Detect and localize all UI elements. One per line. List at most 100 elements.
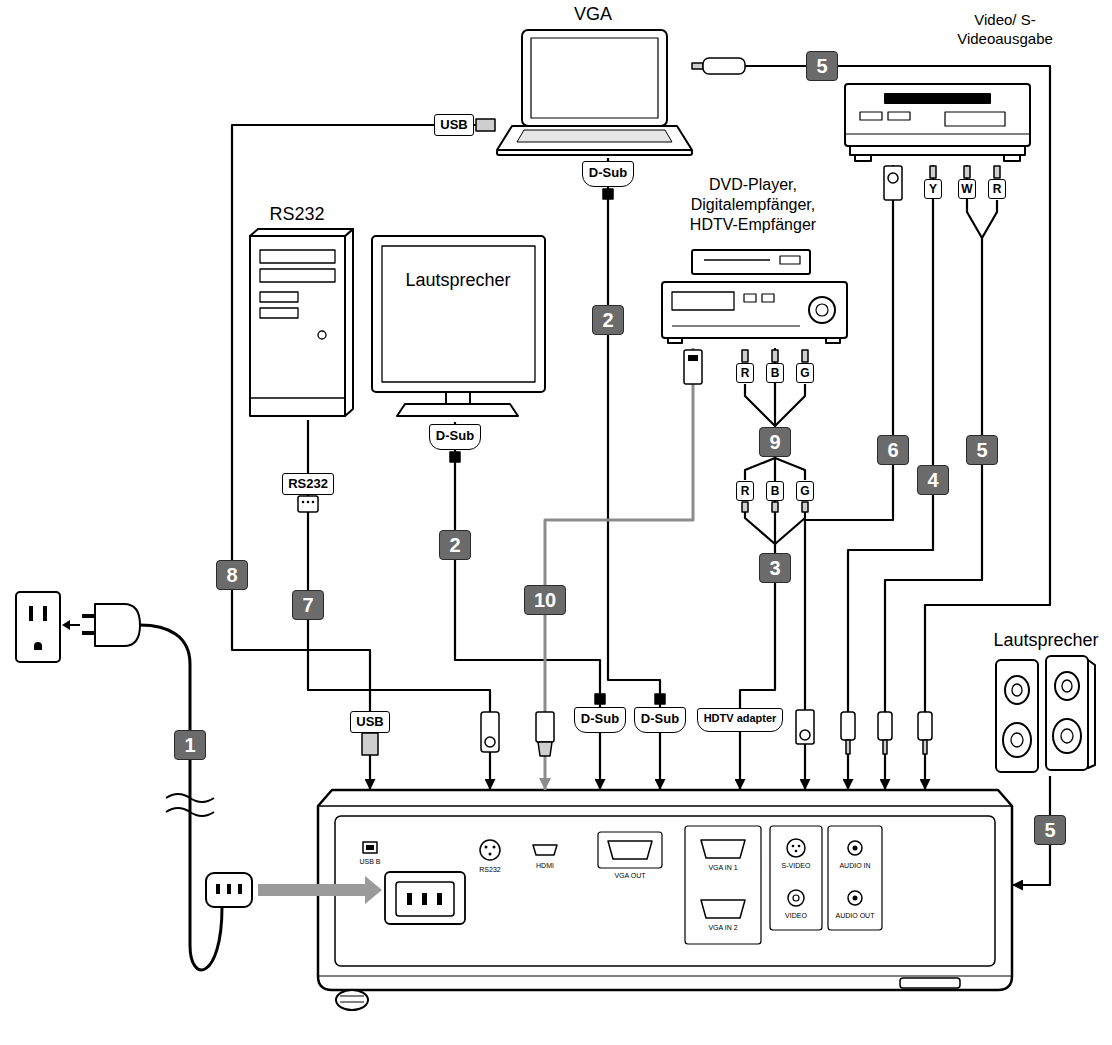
s-video-plug bbox=[800, 730, 810, 740]
receiver-line bbox=[672, 325, 800, 326]
player-display bbox=[945, 112, 1005, 126]
rca-tip bbox=[772, 350, 778, 362]
s-video-plug bbox=[884, 166, 902, 200]
projector-body bbox=[318, 790, 1012, 990]
s-video-port bbox=[787, 839, 805, 857]
laptop: VGA bbox=[495, 0, 692, 158]
rs232-plug-pins bbox=[302, 501, 305, 504]
laptop-drawing bbox=[497, 30, 692, 155]
video-ports bbox=[770, 826, 822, 930]
callout-number: 2 bbox=[592, 305, 623, 335]
outlet-slot bbox=[29, 606, 33, 621]
callout-number: 5 bbox=[966, 435, 997, 465]
rca-plug-label: R bbox=[736, 363, 754, 383]
rca-tip bbox=[930, 166, 936, 178]
speaker-box bbox=[1046, 656, 1088, 770]
callout-number: 6 bbox=[877, 435, 908, 465]
usb-plug-tip bbox=[476, 119, 495, 131]
power-button bbox=[318, 331, 326, 339]
player-foot bbox=[855, 155, 871, 161]
receiver-foot bbox=[826, 338, 840, 343]
receiver-display bbox=[672, 292, 734, 310]
desktop-pc-drawing bbox=[250, 229, 353, 416]
outlet-ground bbox=[34, 642, 42, 650]
device-label: DVD-Player, Digitalempfänger, HDTV-Empfä… bbox=[671, 175, 836, 235]
callout-number: 7 bbox=[292, 590, 323, 620]
projector-edge bbox=[318, 805, 1012, 807]
callout-number: 5 bbox=[1034, 815, 1065, 845]
rca-plug bbox=[841, 712, 855, 740]
port-panel bbox=[335, 816, 995, 966]
device-label: RS232 bbox=[269, 203, 324, 226]
audio-tip bbox=[923, 740, 927, 754]
callout-number: 10 bbox=[524, 585, 566, 615]
rca-plug-label: W bbox=[958, 179, 976, 199]
rca-plug-label: G bbox=[796, 363, 814, 383]
plug-prong bbox=[82, 614, 95, 618]
vga-out-port bbox=[598, 832, 662, 868]
rs232-plug-pins bbox=[312, 501, 315, 504]
video-port bbox=[793, 895, 799, 901]
rca-tip bbox=[802, 350, 808, 362]
rca-tip bbox=[964, 166, 970, 178]
port-label: S-VIDEO bbox=[782, 862, 811, 871]
device-label: Lautsprecher bbox=[993, 629, 1098, 652]
ferrite-core bbox=[595, 694, 605, 704]
cable-branch bbox=[982, 200, 997, 238]
plug-arrow bbox=[62, 620, 70, 630]
monitor-drawing bbox=[372, 236, 545, 416]
player-base bbox=[850, 146, 1025, 155]
s-video-plug bbox=[796, 710, 814, 744]
mini-din-plug bbox=[481, 712, 499, 752]
rca-tip bbox=[802, 502, 808, 512]
video-player-drawing bbox=[845, 84, 1030, 161]
dsub-plug-label: D-Sub bbox=[574, 707, 626, 734]
callout-number: 4 bbox=[917, 465, 948, 495]
rca-plug-label: R bbox=[736, 481, 754, 501]
drive-bay bbox=[260, 292, 298, 302]
hdmi-plug bbox=[684, 350, 702, 384]
pc-tower bbox=[250, 236, 345, 416]
rca-tip bbox=[742, 350, 748, 362]
hdmi-plug bbox=[536, 712, 554, 742]
outlet-slot bbox=[43, 606, 47, 621]
player-line bbox=[845, 133, 1030, 134]
rca-tip bbox=[846, 740, 850, 754]
callout-number: 8 bbox=[216, 560, 247, 590]
power-inlet-pin bbox=[422, 893, 427, 905]
hdmi-plug bbox=[688, 355, 698, 361]
player-button bbox=[860, 112, 882, 120]
audio-plug bbox=[918, 712, 932, 740]
audio-in-port bbox=[853, 846, 858, 851]
port-label: RS232 bbox=[479, 866, 500, 875]
drive-bay bbox=[260, 308, 298, 318]
speakers: Lautsprecher bbox=[985, 626, 1107, 776]
dvd-receiver: DVD-Player, Digitalempfänger, HDTV-Empfä… bbox=[650, 172, 855, 348]
device-label: Lautsprecher bbox=[405, 269, 510, 292]
speaker-cone bbox=[1003, 723, 1031, 757]
power-connector bbox=[216, 884, 220, 894]
s-video-plug bbox=[888, 173, 898, 183]
receiver-foot bbox=[668, 338, 682, 343]
power-inlet-pin bbox=[437, 893, 442, 905]
audio-jack bbox=[703, 58, 745, 74]
s-video-port bbox=[792, 845, 795, 848]
callout-number: 5 bbox=[806, 51, 837, 81]
speaker-cone bbox=[1053, 719, 1081, 753]
audio-tip bbox=[883, 740, 887, 754]
device-label: VGA bbox=[574, 3, 612, 26]
projector-foot bbox=[340, 996, 364, 997]
projector-foot bbox=[340, 1002, 364, 1003]
monitor-foot bbox=[397, 404, 518, 416]
mini-din-plug bbox=[485, 737, 495, 747]
vga-out-port bbox=[608, 841, 652, 859]
laptop-lid bbox=[522, 30, 667, 126]
volume-knob bbox=[816, 304, 828, 316]
rca-plug-label: B bbox=[766, 363, 784, 383]
rca-tip bbox=[742, 502, 748, 512]
port-label: VGA IN 1 bbox=[708, 864, 737, 873]
audio-out-port bbox=[848, 891, 862, 905]
power-inlet bbox=[396, 882, 454, 916]
video-player: Video/ S-Videoausgabe bbox=[835, 8, 1069, 165]
